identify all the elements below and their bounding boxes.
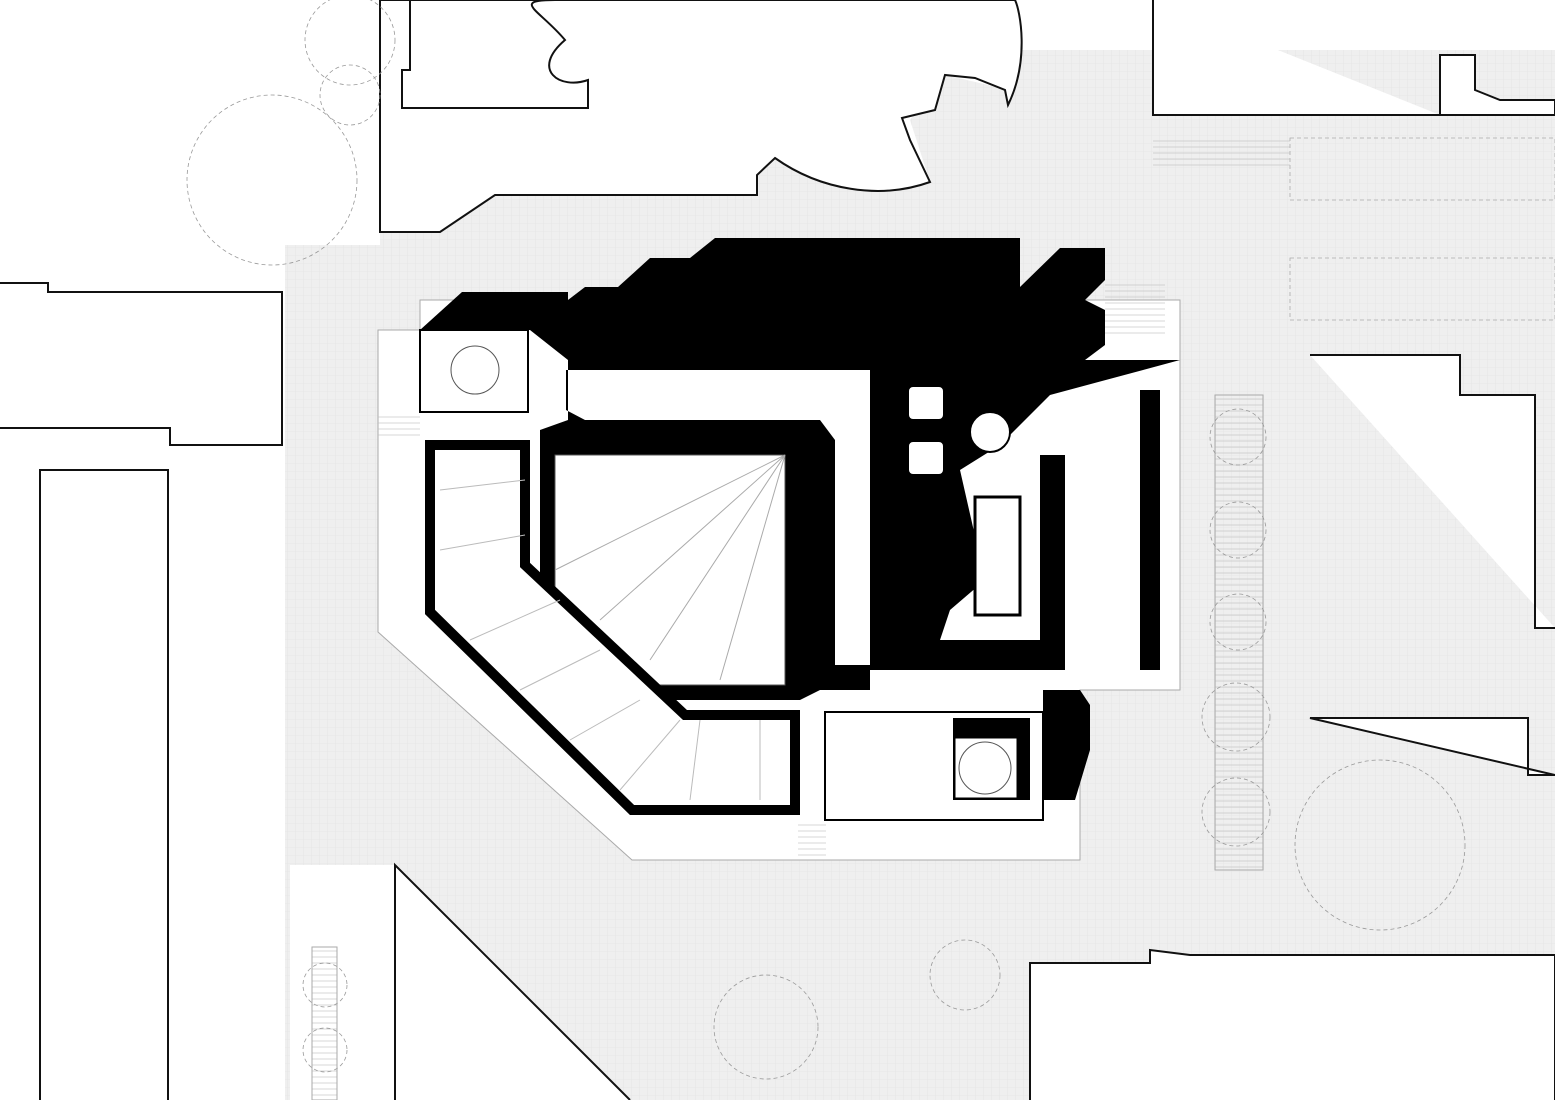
stair-northeast: [1105, 280, 1165, 335]
stair-west: [378, 412, 420, 440]
building-east: [1309, 354, 1555, 776]
stair-box: [954, 737, 1018, 799]
round-feature-east: [969, 411, 1011, 453]
planter-strip-south: [311, 946, 338, 1100]
round-feature-northwest: [450, 345, 500, 395]
building-south-east: [1029, 948, 1555, 1100]
round-feature-south: [958, 741, 1012, 795]
inner-volume-east: [973, 495, 1022, 617]
trees: [186, 0, 1466, 1080]
wing-southwest: [425, 440, 800, 815]
building-west: [0, 282, 283, 446]
street-band: [0, 243, 285, 283]
hatched-strip: [1153, 138, 1290, 170]
volume-northwest: [419, 329, 529, 413]
hall-fan: [554, 454, 786, 681]
building-south-west: [394, 862, 631, 1100]
building-west-tall: [39, 469, 169, 1100]
east-wall: [1040, 390, 1160, 670]
planter-strip: [1214, 394, 1264, 871]
pod-1: [905, 383, 947, 423]
wing-southwest-inner: [439, 479, 761, 801]
building-north-east: [1152, 0, 1555, 116]
stair-south: [798, 820, 826, 860]
building-north-center: [401, 0, 589, 109]
central-building: [377, 238, 1181, 861]
pod-2: [905, 438, 947, 478]
